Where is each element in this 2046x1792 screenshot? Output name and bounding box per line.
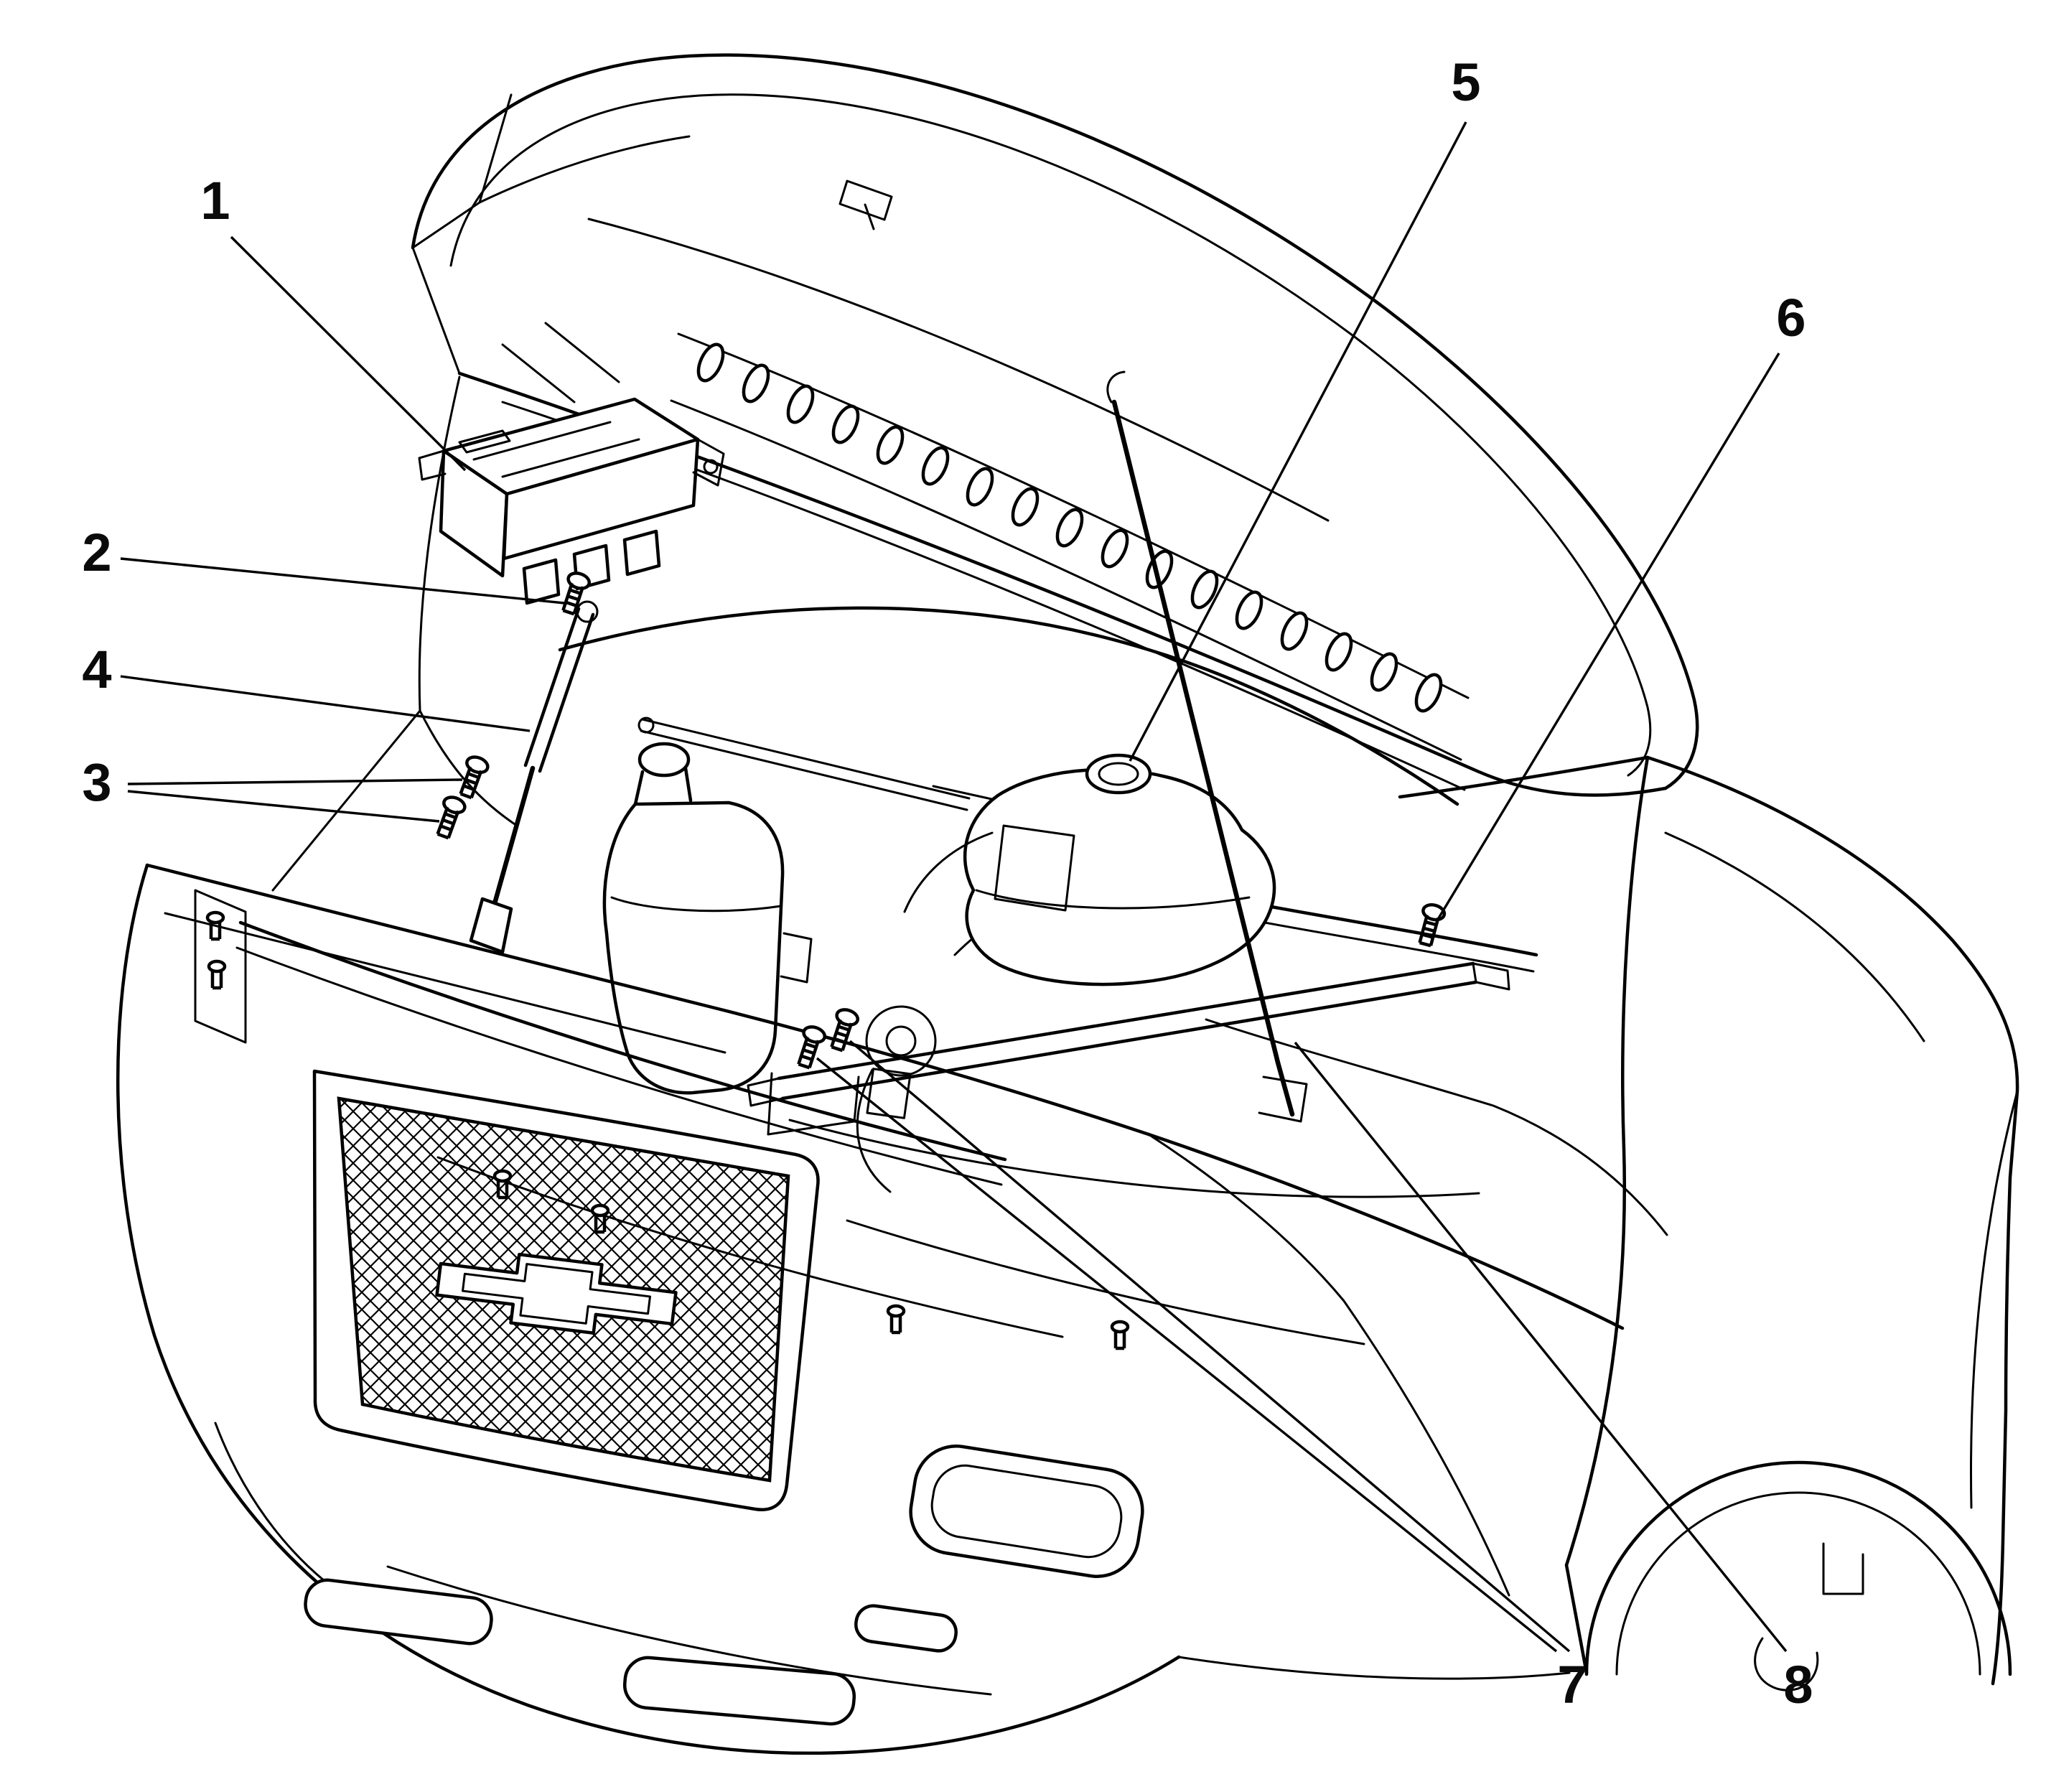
leader-8 <box>1294 1041 1788 1653</box>
washer-reservoir <box>602 742 813 1095</box>
leader-7a <box>816 1057 1558 1653</box>
leader-7b <box>849 1040 1571 1653</box>
leader-2 <box>120 557 565 605</box>
leader-1 <box>230 235 467 472</box>
hood-slot-row <box>693 341 1446 715</box>
chevrolet-bowtie-icon <box>435 1253 678 1335</box>
grille <box>312 1069 820 1511</box>
engine-bay <box>194 375 1668 1345</box>
bolt-icon-item3b <box>433 795 467 840</box>
hood-strut <box>469 600 599 954</box>
support-brace <box>747 961 1510 1107</box>
callout-5: 5 <box>1451 52 1480 112</box>
callout-8: 8 <box>1783 1655 1813 1714</box>
front-fascia <box>116 863 1625 1755</box>
fuse-block <box>418 397 725 605</box>
leader-3a <box>127 778 463 785</box>
headlamp <box>909 1445 1144 1578</box>
coolant-reservoir <box>903 753 1276 986</box>
leader-6 <box>1436 353 1780 921</box>
callout-6: 6 <box>1776 288 1806 347</box>
callout-2: 2 <box>82 523 111 582</box>
callout-7: 7 <box>1557 1655 1587 1714</box>
fender <box>1398 755 2019 1691</box>
bumper-openings <box>304 1578 958 1726</box>
callout-1: 1 <box>200 171 230 230</box>
callout-3: 3 <box>82 752 111 812</box>
callout-4: 4 <box>82 640 111 699</box>
callout-labels: 1 2 4 3 5 6 7 8 <box>82 52 1813 1714</box>
leader-4 <box>120 675 531 732</box>
leader-5 <box>1129 121 1467 762</box>
leader-3b <box>127 790 440 823</box>
leader-lines <box>120 121 1788 1653</box>
hood-prop-rod <box>1106 370 1295 1117</box>
bolt-icon-item6 <box>1415 902 1446 947</box>
bolt-icon-item2 <box>559 571 592 616</box>
